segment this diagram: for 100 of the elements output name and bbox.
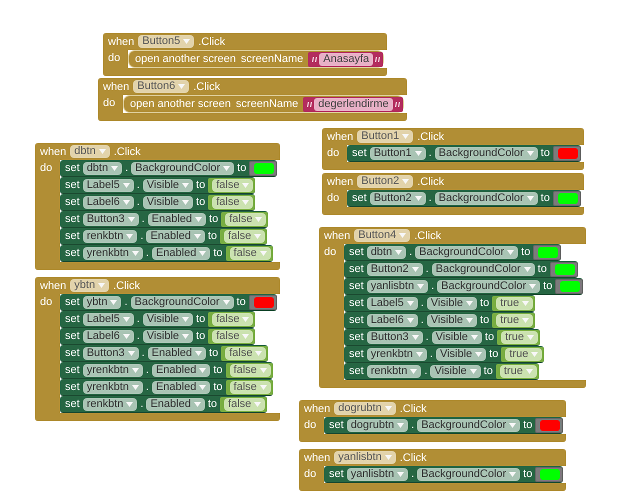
event-block (299, 449, 566, 491)
property-dropdown: Visible (142, 196, 194, 208)
keyword-label: set (65, 313, 80, 325)
boolean-dropdown: true (496, 314, 534, 326)
boolean-block (496, 364, 539, 378)
property-dropdown: Enabled (148, 212, 206, 226)
dot-separator: . (411, 468, 414, 480)
dot-separator: . (426, 331, 429, 343)
setter-block (60, 328, 256, 345)
keyword-label: do (324, 246, 336, 258)
keyword-label: to (213, 247, 223, 259)
event-name-label: .Click (113, 280, 140, 292)
keyword-label: do (108, 52, 120, 64)
text-block (308, 52, 384, 66)
keyword-label: set (65, 398, 80, 410)
component-dropdown: Button3 (82, 346, 139, 360)
block-label: open another screen (135, 53, 236, 65)
dot-separator: . (136, 330, 140, 342)
event-block (98, 78, 407, 121)
keyword-label: to (484, 365, 493, 377)
keyword-label: set (65, 179, 80, 191)
event-block (322, 173, 584, 215)
keyword-label: when (304, 402, 330, 414)
keyword-label: to (237, 162, 246, 174)
component-dropdown: Button5 (138, 35, 194, 48)
dot-separator: . (409, 246, 412, 258)
component-dropdown: Label5 (366, 296, 418, 310)
setter-block (60, 245, 273, 262)
text-field: degerlendirme (314, 98, 393, 110)
property-dropdown: BackgroundColor (437, 280, 540, 292)
boolean-block (221, 212, 268, 226)
component-dropdown: Button3 (366, 330, 423, 344)
setter-block (344, 363, 539, 380)
component-dropdown: yanlisbtn (334, 451, 396, 464)
dot-separator: . (146, 247, 149, 259)
component-dropdown: Button6 (133, 80, 190, 93)
property-dropdown: BackgroundColor (415, 246, 518, 258)
boolean-block (226, 380, 273, 394)
component-dropdown: yrenkbtn (82, 364, 143, 376)
component-dropdown: Label5 (82, 178, 134, 192)
boolean-block (226, 246, 273, 260)
property-dropdown: Visible (432, 330, 482, 344)
component-dropdown: Label6 (82, 330, 134, 342)
property-dropdown: BackgroundColor (131, 162, 234, 174)
property-dropdown: BackgroundColor (417, 418, 520, 432)
keyword-label: when (324, 230, 350, 242)
keyword-label: to (540, 192, 550, 204)
component-dropdown: Button4 (354, 229, 410, 242)
property-dropdown: BackgroundColor (130, 296, 234, 308)
event-name-label: .Click (193, 80, 220, 92)
keyword-label: when (327, 176, 354, 188)
boolean-dropdown: false (212, 178, 254, 192)
property-dropdown: Visible (142, 330, 194, 342)
keyword-label: to (236, 296, 246, 308)
component-dropdown: Label6 (366, 314, 418, 326)
setter-block (344, 295, 536, 312)
component-dropdown: dbtn (70, 145, 110, 158)
keyword-label: set (65, 364, 80, 376)
property-dropdown: Visible (142, 178, 194, 192)
keyword-label: set (349, 314, 364, 326)
keyword-label: set (349, 297, 364, 309)
component-dropdown: Button2 (370, 192, 426, 204)
setter-block (344, 312, 536, 329)
dot-separator: . (428, 147, 432, 159)
dot-separator: . (136, 179, 140, 191)
boolean-block (221, 346, 268, 360)
component-dropdown: yrenkbtn (82, 246, 143, 260)
keyword-label: do (304, 419, 316, 431)
keyword-label: to (209, 213, 218, 225)
keyword-label: set (65, 247, 80, 259)
keyword-label: set (349, 246, 364, 258)
component-dropdown: ybtn (70, 279, 110, 292)
event-name-label: .Click (400, 452, 427, 464)
property-dropdown: Enabled (148, 346, 206, 360)
keyword-label: when (327, 130, 354, 142)
property-dropdown: Enabled (152, 380, 210, 394)
boolean-block (226, 362, 273, 378)
setter-block (60, 294, 277, 311)
dot-separator: . (426, 263, 429, 275)
property-dropdown: Enabled (152, 364, 210, 376)
setter-block (324, 417, 564, 434)
setter-block (60, 228, 268, 245)
boolean-dropdown: false (224, 230, 266, 242)
setter-block (344, 244, 562, 261)
event-block (35, 277, 280, 421)
color-block (552, 190, 581, 206)
dot-separator: . (140, 398, 144, 410)
dot-separator: . (146, 381, 149, 393)
keyword-label: set (349, 348, 364, 360)
text-block (303, 96, 403, 112)
keyword-label: to (523, 468, 532, 480)
keyword-label: to (480, 314, 490, 326)
color-block (535, 466, 564, 482)
event-block (322, 128, 584, 170)
keyword-label: set (349, 263, 364, 275)
dot-separator: . (431, 280, 434, 292)
event-name-label: .Click (417, 130, 444, 142)
boolean-dropdown: false (224, 398, 266, 410)
keyword-label: when (40, 280, 66, 292)
boolean-block (492, 296, 536, 310)
